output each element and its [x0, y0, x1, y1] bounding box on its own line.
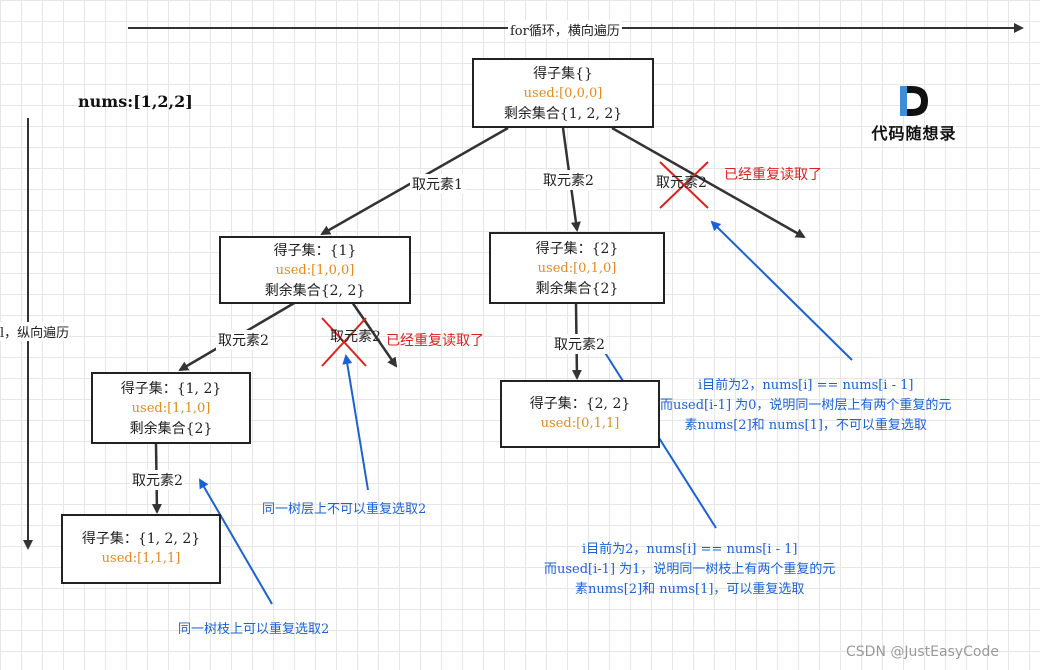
edge-root-dup — [611, 126, 806, 239]
blue-arrow-right-note — [710, 220, 853, 361]
node-12-rest: 剩余集合{2} — [129, 421, 213, 437]
node-122-used: used:[1,1,1] — [101, 551, 181, 566]
dup-note-root: 已经重复读取了 — [724, 167, 822, 183]
logo: 代码随想录 — [856, 82, 972, 143]
layer-note: 同一树层上不可以重复选取2 — [262, 502, 427, 517]
node-subset-1: 得子集：{1} used:[1,0,0] 剩余集合{2, 2} — [219, 236, 411, 304]
mid-note-line-1: i目前为2，nums[i] == nums[i - 1] — [581, 542, 798, 557]
node-subset-2: 得子集：{2} used:[0,1,0] 剩余集合{2} — [489, 232, 665, 304]
dup-note-n1: 已经重复读取了 — [386, 333, 484, 349]
edge-label-root-2: 取元素2 — [541, 170, 596, 190]
node-2-rest: 剩余集合{2} — [535, 281, 619, 297]
edge-label-root-1: 取元素1 — [410, 174, 465, 194]
logo-mark-icon — [900, 86, 928, 116]
right-note: i目前为2，nums[i] == nums[i - 1] 而used[i-1] … — [660, 376, 951, 436]
node-1-used: used:[1,0,0] — [275, 263, 355, 278]
cross-mark-n1 — [321, 317, 367, 367]
edge-label-n12-2: 取元素2 — [130, 470, 185, 490]
right-note-line-3: 素nums[2]和 nums[1]，不可以重复选取 — [684, 418, 927, 433]
node-22-subset: 得子集：{2, 2} — [529, 396, 631, 412]
mid-note: i目前为2，nums[i] == nums[i - 1] 而used[i-1] … — [544, 540, 835, 600]
node-subset-1-2-2: 得子集：{1, 2, 2} used:[1,1,1] — [61, 514, 221, 584]
node-root-used: used:[0,0,0] — [523, 86, 603, 101]
node-12-subset: 得子集：{1, 2} — [120, 381, 222, 397]
node-122-subset: 得子集：{1, 2, 2} — [81, 531, 201, 547]
edge-n1-dup — [350, 301, 398, 368]
node-1-rest: 剩余集合{2, 2} — [264, 283, 366, 299]
edge-label-n1-3: 取元素2 — [330, 329, 381, 345]
edge-label-n2-2: 取元素2 — [552, 334, 607, 354]
depth-label: l，纵向遍历 — [0, 322, 70, 341]
edge-label-n1-2: 取元素2 — [216, 330, 271, 350]
mid-note-line-3: 素nums[2]和 nums[1]，可以重复选取 — [574, 582, 805, 597]
branch-note: 同一树枝上可以重复选取2 — [178, 622, 330, 637]
node-subset-2-2: 得子集：{2, 2} used:[0,1,1] — [500, 380, 660, 448]
cross-mark-root — [659, 161, 709, 209]
node-2-subset: 得子集：{2} — [535, 241, 619, 257]
node-2-used: used:[0,1,0] — [537, 261, 617, 276]
right-note-line-2: 而used[i-1] 为0，说明同一树层上有两个重复的元 — [660, 398, 952, 413]
node-root-rest: 剩余集合{1, 2, 2} — [503, 106, 623, 122]
edge-label-root-3: 取元素2 — [656, 175, 707, 191]
nums-label: nums:[1,2,2] — [78, 92, 193, 111]
blue-arrow-branch-note — [198, 478, 273, 605]
right-note-line-1: i目前为2，nums[i] == nums[i - 1] — [697, 378, 914, 393]
node-1-subset: 得子集：{1} — [273, 243, 357, 259]
node-root: 得子集{} used:[0,0,0] 剩余集合{1, 2, 2} — [472, 58, 654, 128]
watermark: CSDN @JustEasyCode — [846, 644, 999, 660]
node-subset-1-2: 得子集：{1, 2} used:[1,1,0] 剩余集合{2} — [91, 372, 251, 444]
mid-note-line-2: 而used[i-1] 为1，说明同一树枝上有两个重复的元 — [544, 562, 836, 577]
logo-text: 代码随想录 — [871, 124, 957, 143]
node-root-subset: 得子集{} — [533, 66, 593, 82]
for-loop-label: for循环，横向遍历 — [508, 20, 622, 39]
node-22-used: used:[0,1,1] — [540, 416, 620, 431]
blue-arrow-layer-note — [342, 354, 369, 491]
node-12-used: used:[1,1,0] — [131, 401, 211, 416]
